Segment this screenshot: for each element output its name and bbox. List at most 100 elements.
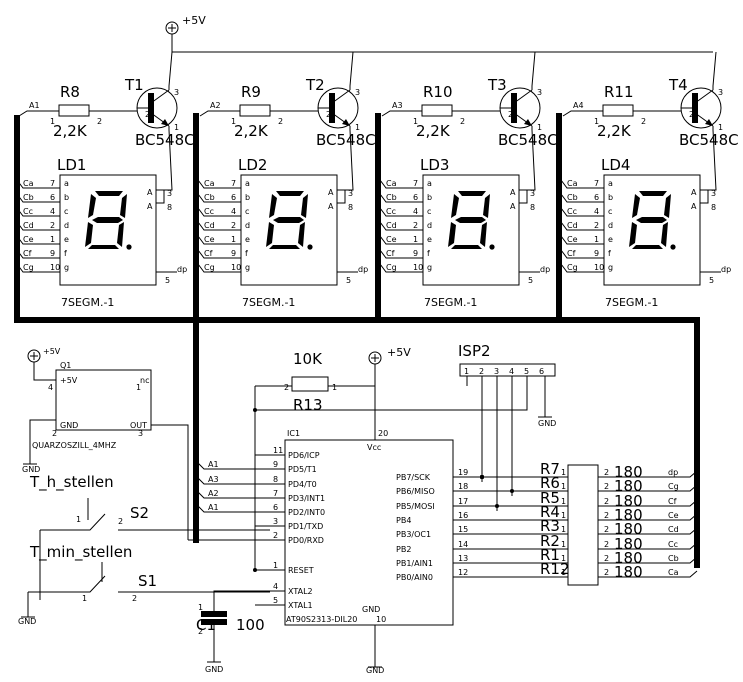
segment-line-label-0-2: Ca [204,179,215,188]
segment-letter-2-3: c [427,207,431,216]
segment-line-label-1-4: Cb [567,193,578,202]
r13-body [291,376,329,392]
anode-net-wire-3 [197,491,255,499]
osc-pin3: 3 [138,429,143,438]
segment-c-2 [298,222,305,247]
segment-pin-3-4: 2 [594,221,599,230]
segment-pin-5-1: 9 [50,249,55,258]
segment-line-3-3 [379,221,423,231]
res-ref-5: R2 [540,532,560,550]
r13-ref: R13 [293,396,323,414]
anode-net-label-4: A1 [208,503,219,512]
segment-b-1 [120,194,127,218]
segment-d-1 [88,245,119,249]
mcu-right-pin-name-5: PB2 [396,545,411,554]
segment-pin-3-1: 2 [50,221,55,230]
anode-pin-3-4: 3 [711,189,716,198]
display-ref-2: LD2 [238,156,267,174]
segment-f-1 [88,194,96,218]
switch-s1-ref: S1 [138,572,157,590]
segment-e-1 [85,222,93,247]
anode-wire-b-4 [700,190,709,204]
segment-line-5-1 [16,249,60,259]
segment-line-label-4-4: Ce [567,235,578,244]
segment-line-2-1 [16,207,60,217]
segment-pin-6-4: 10 [594,263,604,272]
display-bus [14,115,700,568]
segment-net-label-7: Ca [668,568,679,577]
anode-pin-3-3: 3 [530,189,535,198]
segment-line-label-6-1: Cg [23,263,34,272]
segment-a-2 [276,191,304,196]
anode-net-label-1: A1 [208,460,219,469]
segment-pin-2-4: 4 [594,207,599,216]
segment-b-4 [664,194,671,218]
anode-label-4: A4 [573,101,584,110]
osc-gnd-label: GND [22,465,40,474]
segment-line-1-1 [16,193,60,203]
mcu-body [284,439,454,626]
segment-letter-4-2: e [245,235,250,244]
segment-line-4-4 [560,235,604,245]
anode-pin-a2-3: A [510,202,516,211]
segment-line-label-6-2: Cg [204,263,215,272]
segment-net-to-bus-5 [668,542,698,550]
segment-g-1 [92,217,123,223]
mcu-left-pin-num-3: 7 [273,489,278,498]
segment-pin-4-2: 1 [231,235,236,244]
mcu-left-pin-name-8: XTAL2 [288,587,313,596]
anode-pin-3-2: 3 [348,189,353,198]
segment-letter-6-4: g [608,263,613,272]
isp-connector [459,363,556,377]
mcu-left-pin-name-0: PD6/ICP [288,451,320,460]
segment-line-0-2 [197,179,241,189]
segment-net-to-bus-7 [668,570,698,578]
mcu-right-pin-num-4: 15 [458,525,468,534]
segment-pin-6-3: 10 [413,263,423,272]
s2-pin2: 2 [118,517,123,526]
anode-pin-8-1: 8 [167,203,172,212]
anode-pin-8-3: 8 [530,203,535,212]
segment-net-label-0: dp [668,468,678,477]
s2-pin1: 1 [76,515,81,524]
segment-letter-4-3: e [427,235,432,244]
segment-dp-2 [307,244,313,250]
res-pin2-0: 2 [604,468,609,477]
segment-dp-1 [126,244,132,250]
res-ref-3: R4 [540,503,560,521]
segment-line-3-4 [560,221,604,231]
base-wire-2 [199,110,240,117]
mcu-part: AT90S2313-DIL20 [286,615,357,624]
segment-line-label-3-1: Cd [23,221,34,230]
oscillator-part: QUARZOSZILL_4MHZ [32,441,117,450]
vcc-top-label: +5V [182,14,206,27]
mcu-left-pin-num-7: 1 [273,561,278,570]
segment-line-1-3 [379,193,423,203]
res-pin2-6: 2 [604,554,609,563]
segment-pin-0-1: 7 [50,179,55,188]
oscillator-box [55,369,152,431]
resistor-pin2-3: 2 [460,117,465,126]
transistor-pin1-1: 1 [174,123,179,132]
segment-letter-0-1: a [64,179,69,188]
transistor-collector-3 [513,89,533,104]
c1-pin2: 2 [198,627,203,636]
segment-line-label-2-3: Cc [386,207,396,216]
segment-a-4 [639,191,667,196]
segment-net-label-3: Ce [668,511,679,520]
res-pin1-4: 1 [561,525,566,534]
segment-pin-1-1: 6 [50,193,55,202]
segment-line-label-5-2: Cf [204,249,213,258]
segment-net-to-bus-2 [668,499,698,507]
transistor-type-1: BC548C [135,131,195,149]
segment-line-label-4-2: Ce [204,235,215,244]
segment-a-3 [458,191,486,196]
isp-pin-3: 3 [494,367,499,376]
segment-letter-0-3: a [427,179,432,188]
mcu-right-pin-num-1: 18 [458,482,468,491]
segment-b-3 [483,194,490,218]
segment-g-3 [455,217,486,223]
junction [510,489,514,493]
mcu-right-pin-name-1: PB6/MISO [396,487,435,496]
segment-letter-3-1: d [64,221,69,230]
